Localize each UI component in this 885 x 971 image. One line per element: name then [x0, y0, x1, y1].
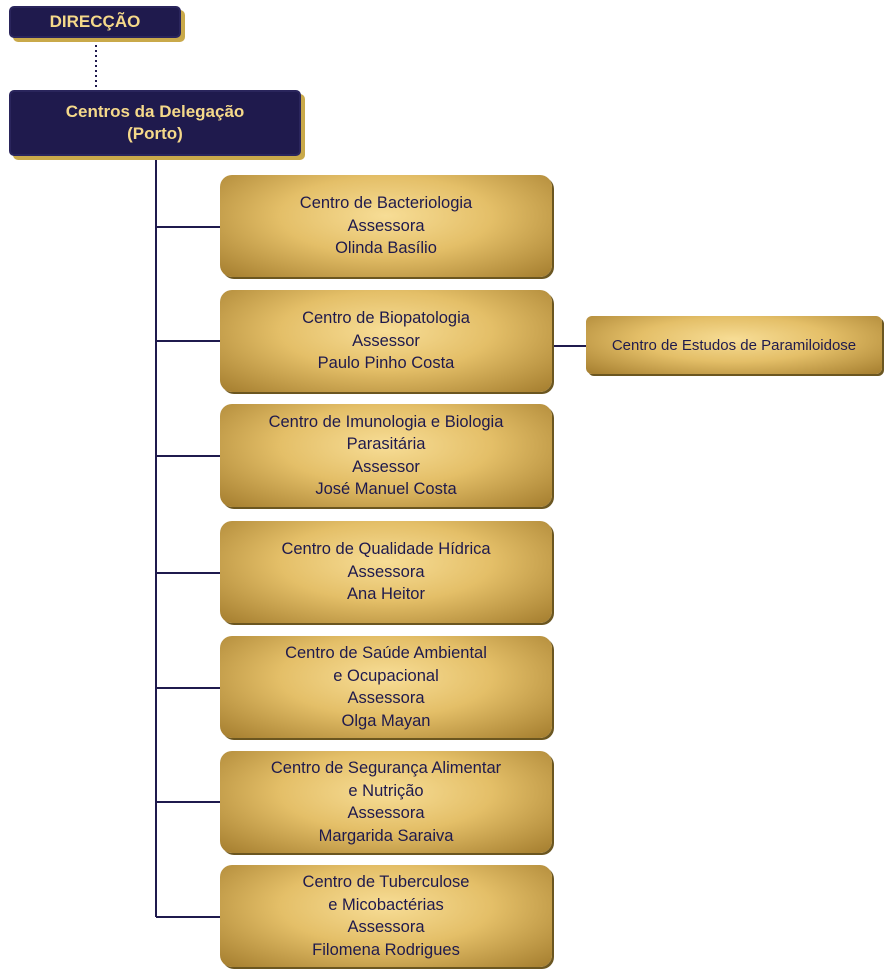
center-name-cont: Parasitária — [346, 435, 426, 453]
center-person: Margarida Saraiva — [318, 826, 454, 845]
center-role: Assessor — [352, 457, 420, 476]
center-person: Olga Mayan — [341, 711, 431, 730]
center-box-seguranca-alimentar: Centro de Segurança Alimentar e Nutrição… — [220, 751, 552, 853]
center-person: Filomena Rodrigues — [312, 940, 460, 959]
delegation-subtitle: (Porto) — [127, 124, 183, 143]
center-person: Paulo Pinho Costa — [317, 354, 455, 373]
center-name: Centro de Saúde Ambiental — [285, 644, 487, 662]
center-name: Centro de Imunologia e Biologia — [268, 412, 504, 431]
center-person: Olinda Basílio — [335, 239, 437, 258]
center-box-imunologia: Centro de Imunologia e Biologia Parasitá… — [220, 404, 552, 507]
center-name: Centro de Qualidade Hídrica — [281, 540, 491, 559]
center-name: Centro de Segurança Alimentar — [270, 759, 502, 777]
subcenter-box-paramiloidose: Centro de Estudos de Paramiloidose — [586, 316, 882, 374]
center-person: Ana Heitor — [347, 585, 425, 604]
center-name: Centro de Biopatologia — [302, 309, 470, 328]
center-box-bacteriologia: Centro de Bacteriologia Assessora Olinda… — [220, 175, 552, 277]
center-role: Assessora — [347, 562, 425, 581]
direccao-box: DIRECÇÃO — [9, 6, 181, 38]
center-name-cont: e Ocupacional — [333, 666, 439, 685]
delegation-title: Centros da Delegação — [65, 102, 245, 121]
center-role: Assessora — [347, 216, 425, 235]
center-name: Centro de Tuberculose — [302, 873, 470, 891]
center-role: Assessora — [347, 689, 425, 707]
center-name-cont: e Nutrição — [348, 781, 424, 800]
center-person: José Manuel Costa — [315, 480, 457, 498]
center-role: Assessora — [347, 918, 425, 936]
direccao-label: DIRECÇÃO — [49, 12, 141, 31]
center-box-tuberculose: Centro de Tuberculose e Micobactérias As… — [220, 865, 552, 967]
center-box-saude-ambiental: Centro de Saúde Ambiental e Ocupacional … — [220, 636, 552, 738]
subcenter-label: Centro de Estudos de Paramiloidose — [611, 336, 857, 354]
center-name-cont: e Micobactérias — [328, 895, 444, 914]
center-box-biopatologia: Centro de Biopatologia Assessor Paulo Pi… — [220, 290, 552, 392]
delegation-box: Centros da Delegação (Porto) — [9, 90, 301, 156]
center-name: Centro de Bacteriologia — [299, 194, 473, 213]
center-box-qualidade-hidrica: Centro de Qualidade Hídrica Assessora An… — [220, 521, 552, 623]
center-role: Assessora — [347, 804, 425, 822]
center-role: Assessor — [352, 331, 420, 350]
